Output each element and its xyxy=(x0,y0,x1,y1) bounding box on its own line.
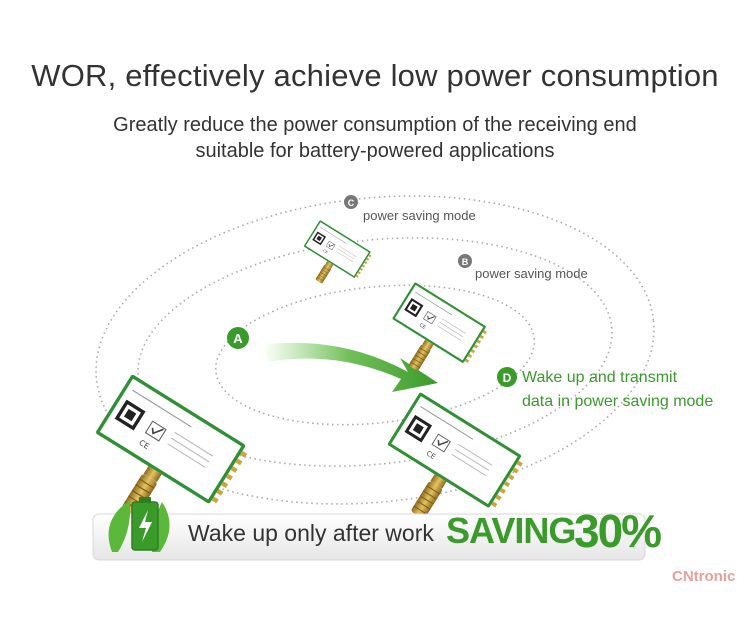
badge-b: B xyxy=(458,254,472,268)
svg-text:B: B xyxy=(462,257,469,267)
banner-bar xyxy=(92,513,646,561)
battery-leaf-icon xyxy=(108,497,170,552)
svg-text:A: A xyxy=(233,331,243,346)
saving-label: SAVING xyxy=(446,510,576,551)
watermark-text: CNtronic xyxy=(672,568,736,585)
subtitle-line-2: suitable for battery-powered application… xyxy=(195,140,555,162)
subtitle-line-1: Greatly reduce the power consumption of … xyxy=(113,114,637,136)
caption-c: power saving mode xyxy=(363,208,476,223)
transmit-arrow xyxy=(262,342,438,392)
caption-d-line-2: data in power saving mode xyxy=(522,393,714,410)
caption-d-line-1: Wake up and transmit xyxy=(522,369,678,386)
signal-rings xyxy=(95,195,655,505)
caption-b: power saving mode xyxy=(475,266,588,281)
saving-percent: 30% xyxy=(574,505,662,557)
module-c xyxy=(291,219,374,299)
badge-a: A xyxy=(227,327,249,349)
banner-text: Wake up only after work xyxy=(188,520,434,546)
svg-text:C: C xyxy=(348,198,355,208)
svg-text:D: D xyxy=(503,371,512,385)
page-title: WOR, effectively achieve low power consu… xyxy=(31,58,719,93)
badge-d: D xyxy=(497,367,517,387)
badge-c: C xyxy=(344,195,358,209)
watermark-logo: CNtronic xyxy=(650,564,742,602)
